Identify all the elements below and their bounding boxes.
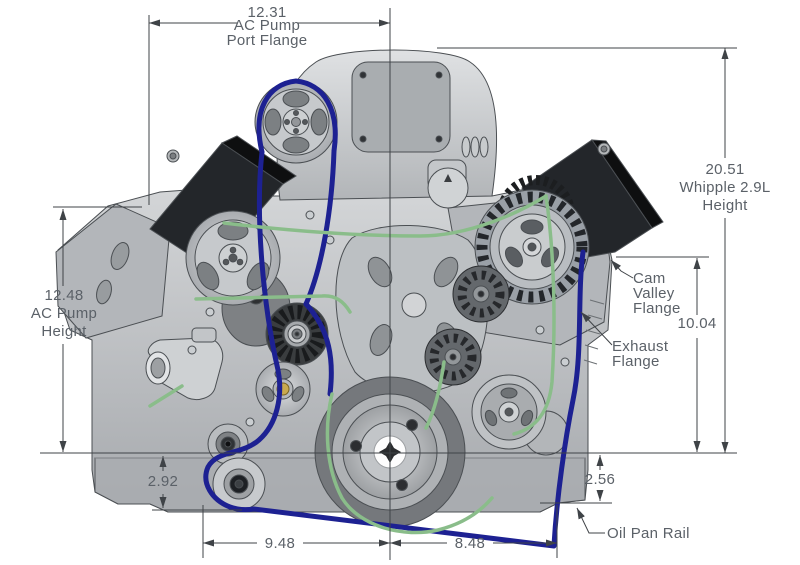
dimension-text-layer: 12.31 AC Pump Port Flange 20.51 Whipple … [31,4,770,552]
engine-render [55,49,664,549]
ac-port-pulley [254,80,338,164]
dim-label-ac-pump: AC Pump [234,17,300,34]
dim-value-8-48: 8.48 [455,535,485,552]
dim-value-2-56: 2.56 [585,471,615,488]
dim-label-port-flange: Port Flange [227,32,308,49]
supercharger-flange-plate [351,61,451,153]
label-exhaust: Exhaust [612,338,669,355]
label-valley: Valley [633,285,675,302]
dim-value-10-04: 10.04 [677,315,716,332]
leader-exhaust-flange [580,311,613,346]
belt-blue [203,78,586,549]
idler-pulley-small [255,361,311,417]
aux-pulley [471,374,547,450]
bypass-actuator [427,167,469,209]
dim-value-20-51: 20.51 [705,161,744,178]
cam-drive-pulley-lower [424,328,482,386]
dim-value-12-31: 12.31 [247,4,286,21]
belt-green [148,194,556,535]
dimension-layer [40,8,737,560]
dim-label-whipple: Whipple 2.9L [679,179,770,196]
leader-oil-pan-rail [576,507,605,534]
dim-label-whipple-height: Height [702,197,748,214]
dim-label-ac-height: Height [41,323,87,340]
dim-value-9-48: 9.48 [265,535,295,552]
label-exhaust-flange: Flange [612,353,660,370]
dim-label-ac-pump-2: AC Pump [31,305,97,322]
tensioner-pulley [265,302,329,366]
dim-value-2-92: 2.92 [148,473,178,490]
label-flange: Flange [633,300,681,317]
leader-cam-valley-flange [610,259,634,279]
left-bracket [55,203,171,339]
cam-drive-pulley-upper [452,265,510,323]
label-cam: Cam [633,270,666,287]
label-oil-pan-rail: Oil Pan Rail [607,525,690,542]
dim-value-12-48: 12.48 [44,287,83,304]
